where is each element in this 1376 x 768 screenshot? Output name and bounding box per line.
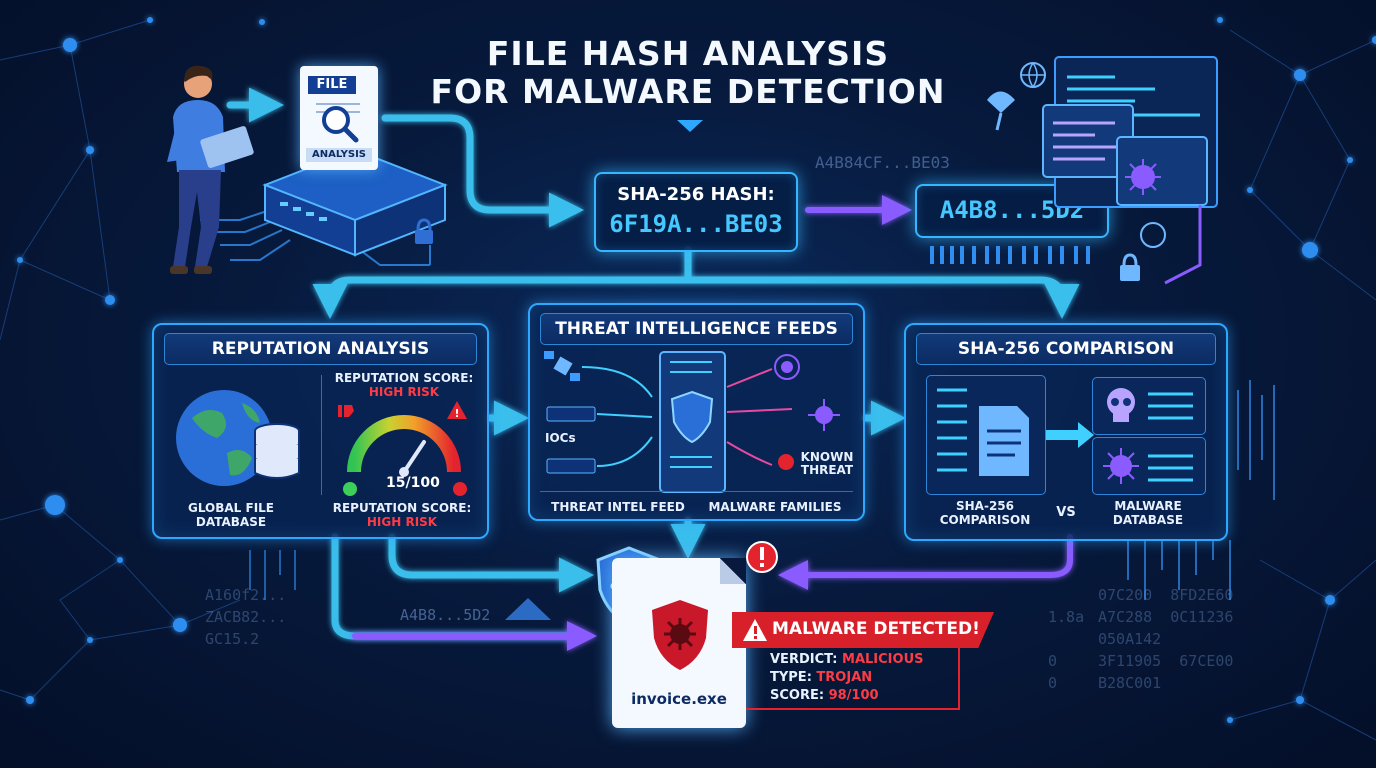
alert-circle-icon	[746, 541, 778, 573]
ghost-code-left: A160f2... ZACB82... GC15.2	[205, 586, 287, 648]
ghost-code-right: 07C200 8FD2E60 A7C288 0C11236 050A142 3F…	[1098, 586, 1234, 692]
shield-icon	[670, 390, 714, 444]
malware-shield-icon	[652, 600, 708, 670]
malware-detected-text: MALWARE DETECTED!	[772, 619, 980, 639]
comparison-left-line1: SHA-256	[955, 499, 1014, 513]
file-label: FILE	[308, 76, 356, 94]
comparison-title: SHA-256 COMPARISON	[916, 333, 1216, 365]
code-screens-icon	[987, 56, 1218, 285]
hash-ghost-text: A4B84CF...BE03	[815, 153, 950, 172]
known-threat-icon	[778, 454, 794, 470]
satellite-icon	[544, 351, 580, 381]
known-threat-line2: THREAT	[800, 463, 854, 477]
malware-virus-card	[1092, 437, 1206, 495]
filename-label: invoice.exe	[631, 690, 727, 708]
document-compare-icon	[937, 388, 1029, 476]
score-value: 98/100	[828, 688, 879, 703]
threat-intel-title: THREAT INTELLIGENCE FEEDS	[540, 313, 853, 345]
hash-label: SHA-256 HASH:	[617, 184, 775, 205]
score-top-label: REPUTATION SCORE:	[334, 371, 474, 385]
score-bottom-label: REPUTATION SCORE:	[332, 501, 472, 515]
bug-icon	[781, 361, 793, 373]
virus-icon	[1103, 448, 1193, 484]
comparison-right-line1: MALWARE	[1114, 499, 1182, 513]
score-top: REPUTATION SCORE: HIGH RISK	[334, 371, 474, 399]
type-line: TYPE: TROJAN	[770, 670, 872, 685]
comparison-left-label: SHA-256 COMPARISON	[926, 499, 1044, 527]
threat-feed-diagram	[544, 351, 840, 493]
risk-gauge: !	[338, 401, 467, 496]
signal-peak-icon	[505, 598, 551, 620]
malware-detected-banner: MALWARE DETECTED!	[732, 612, 994, 648]
score-bottom: REPUTATION SCORE: HIGH RISK	[332, 501, 472, 529]
warning-icon	[447, 401, 467, 419]
comparison-right-line2: DATABASE	[1112, 513, 1184, 527]
suspicious-file-card: invoice.exe	[612, 558, 746, 728]
comparison-left-line2: COMPARISON	[939, 513, 1031, 527]
compare-arrow-icon	[1046, 422, 1094, 448]
score-label: SCORE:	[770, 688, 825, 703]
db-label-line1: GLOBAL FILE	[187, 501, 275, 515]
verdict-label: VERDICT:	[770, 652, 838, 667]
known-threat-label: KNOWN THREAT	[792, 451, 862, 477]
type-value: TROJAN	[816, 670, 873, 685]
bottom-hash-ghost: A4B8...5D2	[400, 606, 491, 624]
db-label-line2: DATABASE	[195, 515, 267, 529]
page-title-line1: FILE HASH ANALYSIS	[486, 34, 890, 73]
sha256-hash-box: SHA-256 HASH: 6F19A...BE03	[594, 172, 798, 252]
reputation-analysis-panel: REPUTATION ANALYSIS GLOBAL FILE DATABASE…	[152, 323, 489, 539]
hash-value: 6F19A...BE03	[609, 210, 783, 238]
svg-text:!: !	[454, 407, 459, 420]
malware-families-label: MALWARE FAMILIES	[708, 500, 842, 514]
gauge-value: 15/100	[386, 475, 440, 491]
analysis-label: ANALYSIS	[306, 148, 372, 162]
malware-bug-icon	[453, 482, 467, 496]
threat-intel-feed-label: THREAT INTEL FEED	[551, 500, 685, 514]
title-chevron-icon	[677, 120, 703, 132]
score-top-value: HIGH RISK	[368, 385, 440, 399]
threat-intel-panel: THREAT INTELLIGENCE FEEDS IOCs KNOWN THR…	[528, 303, 865, 521]
score-line: SCORE: 98/100	[770, 688, 879, 703]
globe-database-icon	[176, 390, 300, 486]
known-threat-line1: KNOWN	[800, 450, 854, 464]
score-bottom-value: HIGH RISK	[366, 515, 438, 529]
skull-icon	[1107, 388, 1193, 422]
verdict-line: VERDICT: MALICIOUS	[770, 652, 923, 667]
analyst-person-icon	[167, 65, 254, 274]
malware-skull-card	[1092, 377, 1206, 435]
verdict-box: VERDICT: MALICIOUS TYPE: TROJAN SCORE: 9…	[746, 648, 960, 710]
ghost-code-right-prefix: 1.8a 0 0	[1048, 608, 1085, 692]
warning-triangle-icon	[743, 619, 767, 641]
comparison-file-card	[926, 375, 1046, 495]
file-document-icon: FILE ANALYSIS	[300, 66, 378, 170]
type-label: TYPE:	[770, 670, 812, 685]
reputation-panel-title: REPUTATION ANALYSIS	[164, 333, 477, 365]
comparison-right-label: MALWARE DATABASE	[1092, 499, 1204, 527]
sha256-comparison-panel: SHA-256 COMPARISON SHA-256 COMPARISON VS…	[904, 323, 1228, 541]
verdict-value: MALICIOUS	[842, 652, 924, 667]
iocs-label: IOCs	[545, 431, 576, 445]
hash-barcode	[930, 246, 1090, 264]
db-label: GLOBAL FILE DATABASE	[176, 501, 286, 529]
vs-label: VS	[1056, 505, 1076, 520]
thumbs-down-icon	[338, 405, 354, 417]
page-title-line2: FOR MALWARE DETECTION	[430, 72, 946, 111]
magnifier-icon	[316, 103, 360, 143]
smile-icon	[343, 482, 357, 496]
